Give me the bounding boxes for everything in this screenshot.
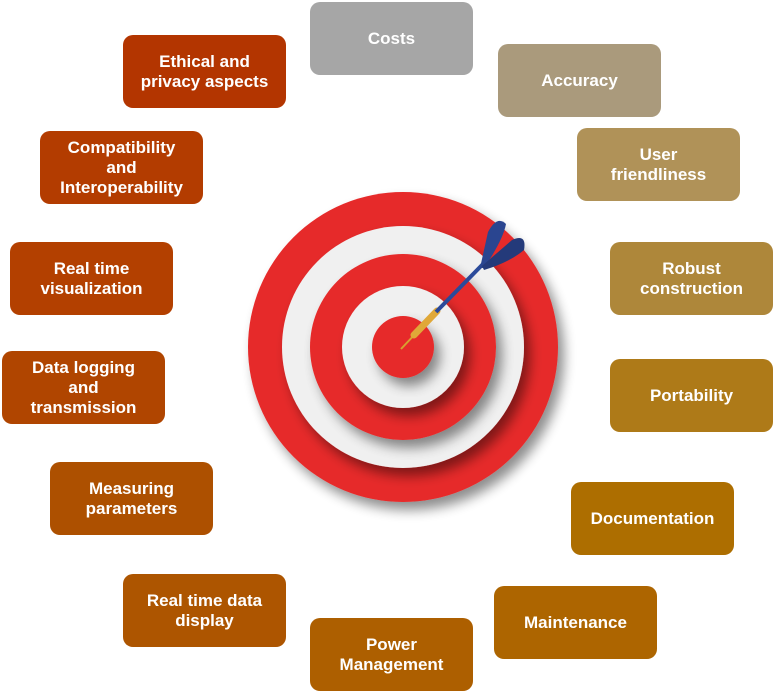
criterion-maintenance: Maintenance bbox=[494, 586, 657, 659]
criterion-costs: Costs bbox=[310, 2, 473, 75]
criterion-accuracy: Accuracy bbox=[498, 44, 661, 117]
criterion-ethical-privacy: Ethical and privacy aspects bbox=[123, 35, 286, 108]
criterion-real-time-data-display: Real time data display bbox=[123, 574, 286, 647]
criterion-power-management: Power Management bbox=[310, 618, 473, 691]
criterion-real-time-visualization: Real time visualization bbox=[10, 242, 173, 315]
criterion-measuring-parameters: Measuring parameters bbox=[50, 462, 213, 535]
dart-icon bbox=[400, 220, 525, 350]
criterion-portability: Portability bbox=[610, 359, 773, 432]
criterion-user-friendliness: User friendliness bbox=[577, 128, 740, 201]
criterion-compatibility: Compatibility and Interoperability bbox=[40, 131, 203, 204]
criterion-data-logging: Data logging and transmission bbox=[2, 351, 165, 424]
criterion-documentation: Documentation bbox=[571, 482, 734, 555]
criterion-robust-construction: Robust construction bbox=[610, 242, 773, 315]
